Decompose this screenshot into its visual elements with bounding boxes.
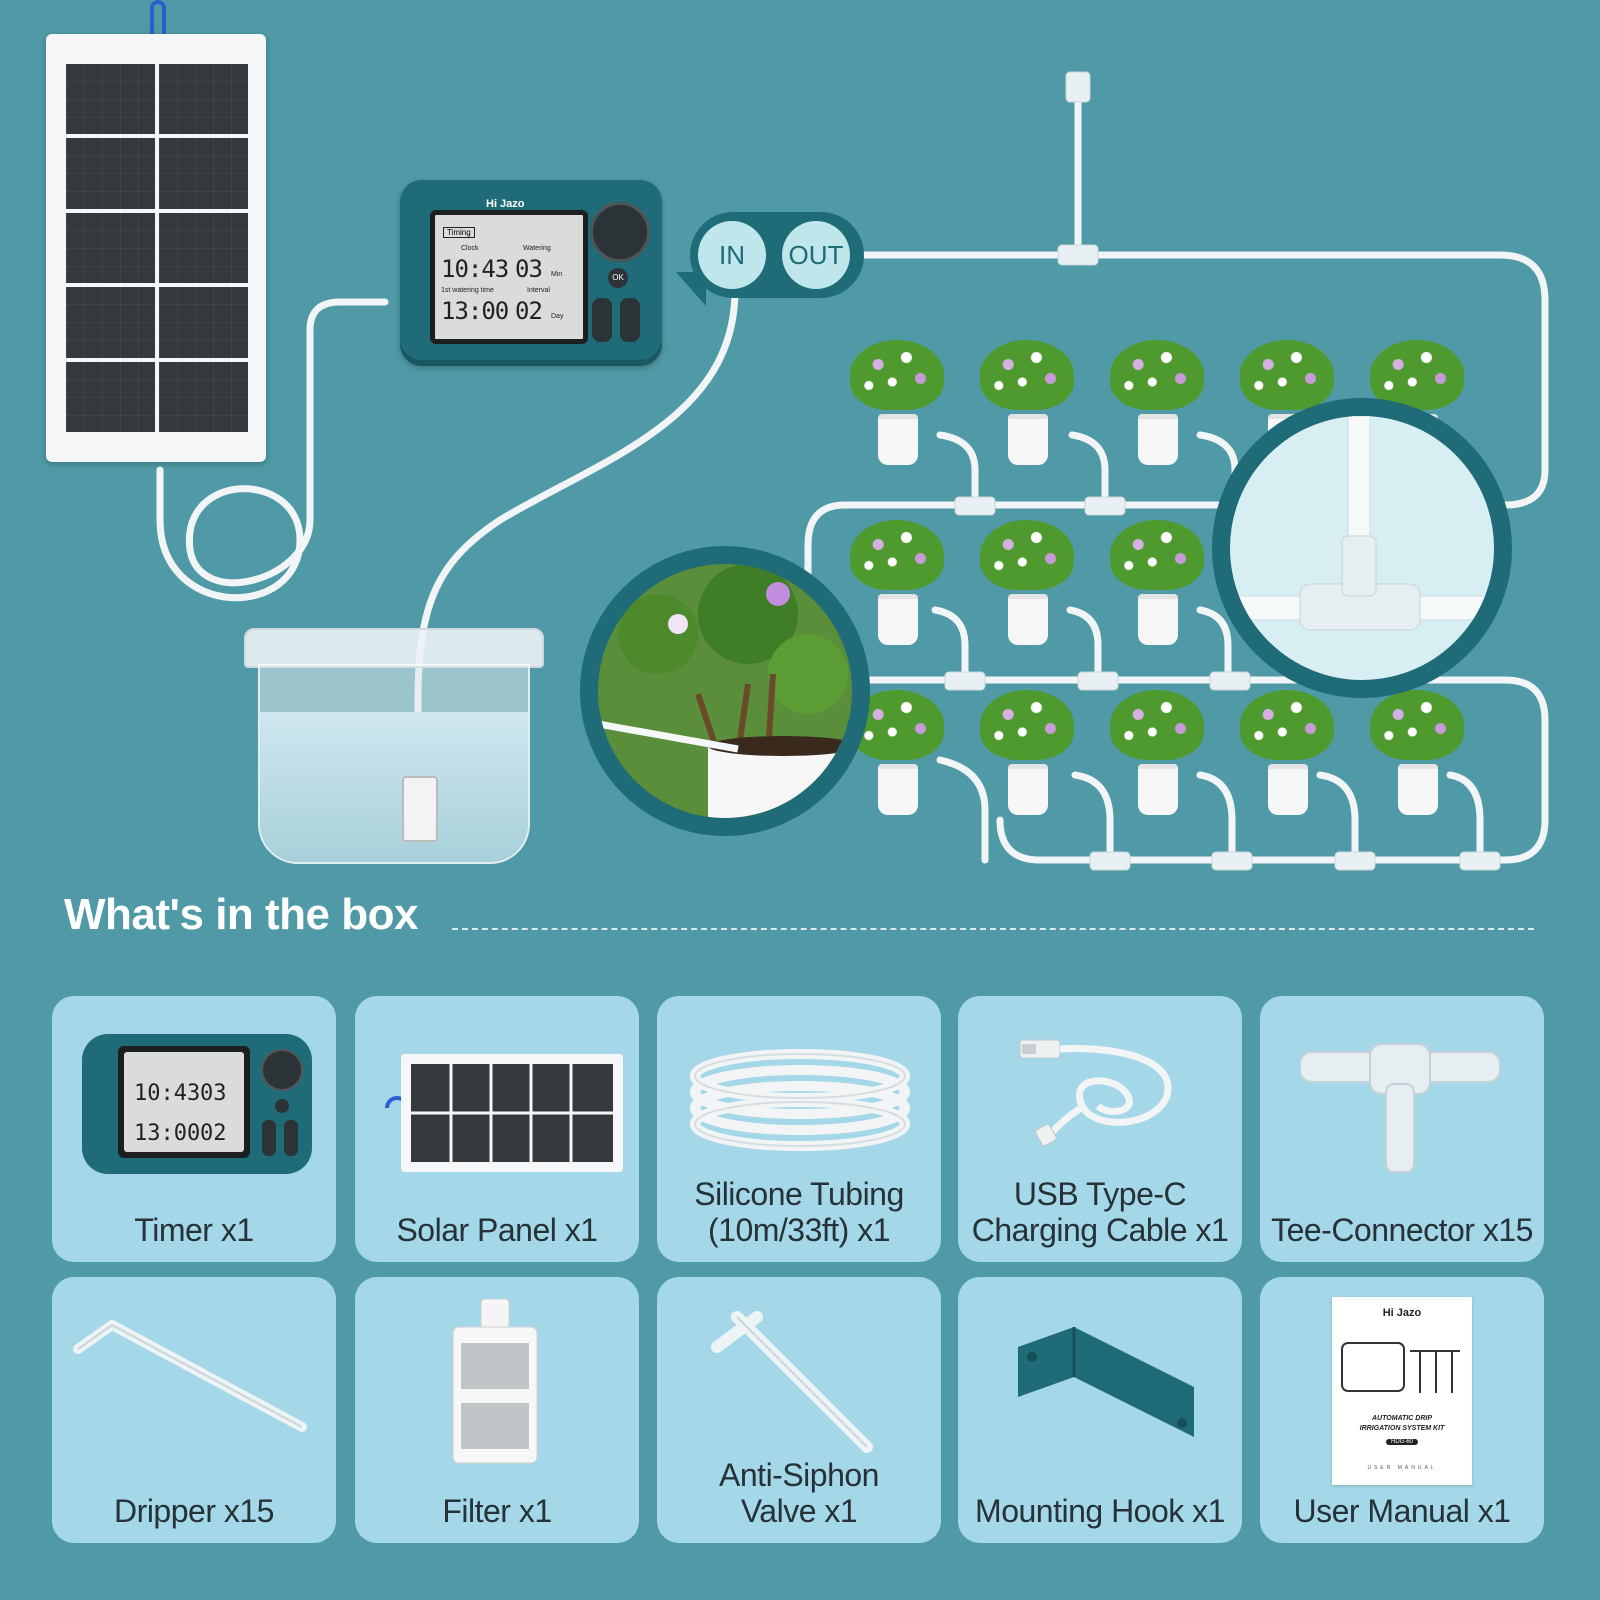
item-card-timer: 10:43 03 13:00 02 Timer x1 <box>52 996 336 1262</box>
tee-connector-zoom <box>1212 398 1512 698</box>
item-card-dripper: Dripper x15 <box>52 1277 336 1543</box>
solar-panel-image <box>46 34 266 462</box>
potted-plant <box>1102 520 1212 650</box>
potted-plant <box>842 340 952 470</box>
mode-dial <box>590 202 650 262</box>
clock-value: 10:43 <box>441 255 509 283</box>
section-title: What's in the box <box>64 890 418 939</box>
timer-lcd-screen: Timing Clock Watering 10:43 03 Min 1st w… <box>430 210 588 344</box>
timer-device: Hi Jazo Timing Clock Watering 10:43 03 M… <box>400 180 662 366</box>
item-card-user-manual: Hi Jazo AUTOMATIC DRIP IRRIGATION SYSTEM… <box>1260 1277 1544 1543</box>
user-manual-image: Hi Jazo AUTOMATIC DRIP IRRIGATION SYSTEM… <box>1332 1297 1472 1485</box>
clock-label: Clock <box>461 245 479 252</box>
item-label: Dripper x15 <box>114 1493 274 1529</box>
item-label: Solar Panel x1 <box>396 1212 598 1248</box>
first-time-label: 1st watering time <box>441 287 494 294</box>
interval-label: Interval <box>527 287 550 294</box>
port-out-label: OUT <box>782 221 850 289</box>
play-light-button <box>620 298 640 342</box>
watering-unit: Min <box>551 271 563 278</box>
potted-plant <box>1362 340 1472 470</box>
potted-plant <box>1102 690 1212 820</box>
tubing-coil-icon <box>690 1049 910 1151</box>
potted-plant <box>842 520 952 650</box>
ok-button: OK <box>608 268 628 288</box>
dripper-zoom <box>580 546 870 836</box>
item-label: Silicone Tubing(10m/33ft) x1 <box>694 1176 904 1248</box>
timer-icon: 10:43 03 13:00 02 <box>82 1034 312 1174</box>
item-label: Mounting Hook x1 <box>975 1493 1225 1529</box>
potted-plant <box>972 340 1082 470</box>
mode-tag: Timing <box>443 227 475 238</box>
svg-text:02: 02 <box>200 1121 227 1146</box>
device-brand: Hi Jazo <box>486 198 525 210</box>
first-time-value: 13:00 <box>441 297 509 325</box>
watering-label: Watering <box>523 245 551 252</box>
item-label: Tee-Connector x15 <box>1271 1212 1533 1248</box>
port-in-label: IN <box>698 221 766 289</box>
item-label: Filter x1 <box>442 1493 552 1529</box>
interval-value: 02 <box>515 297 543 325</box>
plus-minus-button <box>592 298 612 342</box>
port-bubble: IN OUT <box>690 212 864 298</box>
item-card-tee-connector: Tee-Connector x15 <box>1260 996 1544 1262</box>
item-label: User Manual x1 <box>1293 1493 1511 1529</box>
potted-plant <box>842 690 952 820</box>
item-card-mounting-hook: Mounting Hook x1 <box>958 1277 1242 1543</box>
anti-siphon-valve-icon <box>711 1311 873 1453</box>
water-bucket-image <box>244 628 544 868</box>
dripper-icon <box>73 1319 307 1432</box>
tee-connector-icon <box>1300 1043 1501 1173</box>
item-card-solar-panel: Solar Panel x1 <box>355 996 639 1262</box>
item-card-filter: Filter x1 <box>355 1277 639 1543</box>
solar-panel-icon <box>385 1054 623 1172</box>
potted-plant <box>972 520 1082 650</box>
filter-icon <box>452 1299 538 1464</box>
potted-plant <box>1362 690 1472 820</box>
manual-brand: Hi Jazo <box>1382 1307 1422 1319</box>
manual-footer: USER MANUAL <box>1367 1465 1437 1471</box>
manual-title-1: AUTOMATIC DRIP <box>1371 1415 1433 1422</box>
potted-plant <box>1102 340 1212 470</box>
section-divider <box>452 928 1534 930</box>
usb-cable-icon <box>1019 1039 1172 1146</box>
filter-icon <box>402 776 438 842</box>
item-card-silicone-tubing: Silicone Tubing(10m/33ft) x1 <box>657 996 941 1262</box>
svg-text:10:43: 10:43 <box>134 1081 200 1106</box>
item-label: Timer x1 <box>134 1212 254 1248</box>
svg-text:03: 03 <box>200 1081 227 1106</box>
potted-plant <box>972 690 1082 820</box>
interval-unit: Day <box>551 313 564 320</box>
potted-plant <box>1232 690 1342 820</box>
svg-text:13:00: 13:00 <box>134 1121 200 1146</box>
manual-model: HDG-60 <box>1386 1439 1418 1445</box>
mounting-hook-icon <box>1018 1327 1194 1437</box>
setup-illustration: Hi Jazo Timing Clock Watering 10:43 03 M… <box>46 0 1549 871</box>
manual-title-2: IRRIGATION SYSTEM KIT <box>1359 1425 1445 1432</box>
watering-value: 03 <box>515 255 543 283</box>
